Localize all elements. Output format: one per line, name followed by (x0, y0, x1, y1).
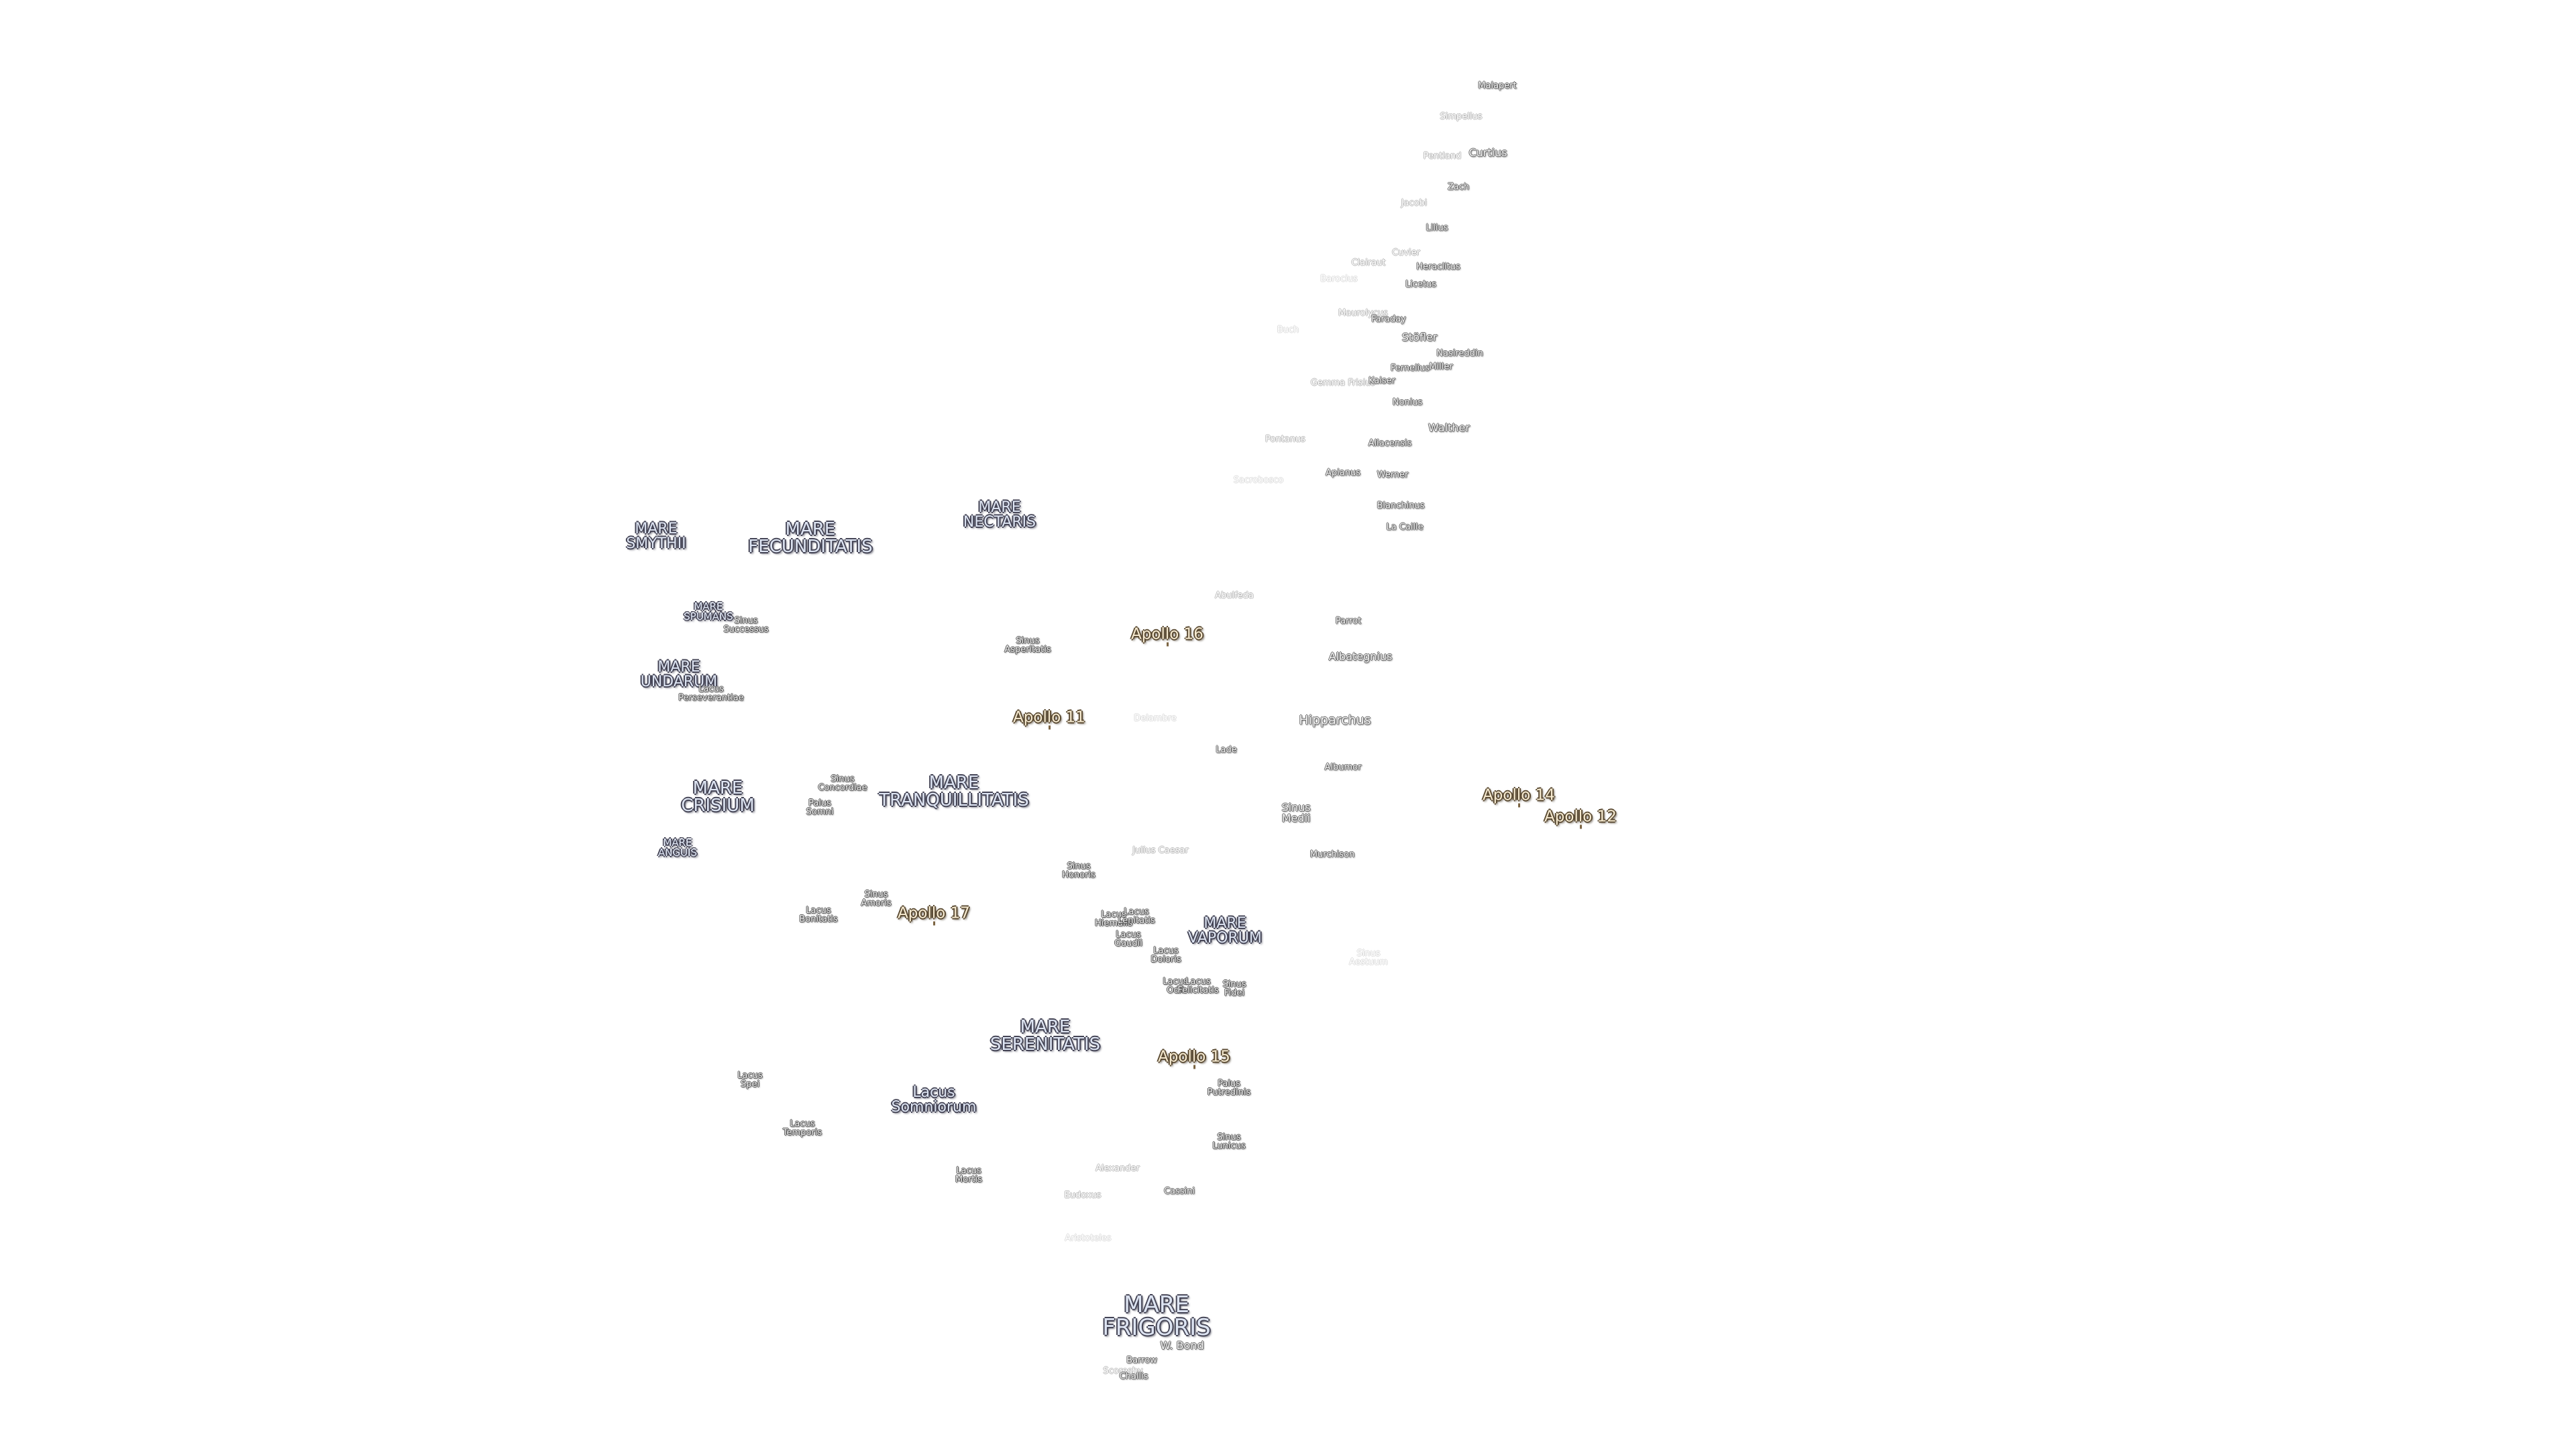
label-mare-spumans: MARE SPUMANS (684, 600, 733, 623)
label-hipparchus: Hipparchus (1299, 712, 1371, 728)
label-mare-smythii: MARE SMYTHII (626, 521, 686, 552)
label-barrow: Barrow (1126, 1355, 1157, 1366)
label-maurolycus: Maurolycus (1338, 308, 1388, 319)
label-aristoteles: Aristoteles (1065, 1233, 1112, 1244)
label-faraday: Faraday (1371, 314, 1406, 325)
label-jacobi: Jacobi (1401, 198, 1428, 209)
label-barocius: Barocius (1320, 274, 1358, 284)
label-lacus-lenitatis: Lacus Lenitatis (1118, 907, 1155, 926)
label-nasireddin: Nasireddin (1436, 348, 1483, 359)
label-apollo-11: Apollo 11 (1013, 708, 1085, 730)
label-lade: Lade (1216, 745, 1237, 755)
label-mare-tranquillitatis: MARE TRANQUILLITATIS (879, 773, 1029, 810)
label-lilius: Lilius (1426, 223, 1448, 233)
label-murchison: Murchison (1309, 849, 1355, 860)
label-kaiser: Kaiser (1368, 376, 1395, 386)
label-w-bond: W. Bond (1160, 1339, 1204, 1352)
label-clairaut: Clairaut (1351, 258, 1386, 268)
label-alexander: Alexander (1095, 1163, 1140, 1174)
label-lacus-odii: Lacus Odii (1163, 977, 1188, 996)
label-buch: Buch (1277, 325, 1299, 335)
label-nonius: Nonius (1392, 397, 1423, 408)
label-apollo-16: Apollo 16 (1131, 625, 1203, 647)
label-abulfeda: Abulfeda (1215, 590, 1254, 601)
label-delambre: Delambre (1134, 713, 1177, 724)
label-sinus-honoris: Sinus Honoris (1062, 861, 1095, 880)
label-mare-nectaris: MARE NECTARIS (963, 499, 1036, 531)
label-mare-serenitatis: MARE SERENITATIS (989, 1017, 1101, 1055)
label-sinus-amoris: Sinus Amoris (861, 890, 892, 908)
label-challis: Challis (1119, 1371, 1148, 1382)
label-palus-somni: Palus Somni (806, 798, 834, 817)
label-lacus-doloris: Lacus Doloris (1150, 946, 1181, 965)
label-werner: Werner (1377, 470, 1409, 480)
label-albumor: Albumor (1324, 762, 1362, 773)
label-mare-anguis: MARE ANGUIS (657, 837, 698, 859)
label-apollo-12: Apollo 12 (1544, 808, 1617, 829)
label-sinus-successus: Sinus Successus (723, 616, 769, 635)
label-apollo-17: Apollo 17 (898, 904, 970, 926)
label-aliacensis: Aliacensis (1368, 438, 1412, 449)
label-apollo-15: Apollo 15 (1158, 1048, 1230, 1069)
label-lacus-somniorum: Lacus Somniorum (891, 1084, 977, 1116)
label-malapert: Malapert (1478, 80, 1517, 91)
label-cassini: Cassini (1163, 1186, 1195, 1197)
label-palus-putredinis: Palus Putredinis (1207, 1079, 1251, 1097)
label-scoresby: Scoresby (1103, 1366, 1143, 1377)
label-apianus: Apianus (1326, 468, 1360, 478)
label-lacus-felicitatis: Lacus Felicitatis (1177, 977, 1219, 996)
label-sinus-concordiae: Sinus Concordiae (818, 774, 867, 793)
label-cuvier: Cuvier (1392, 248, 1420, 258)
label-sinus-lunicus: Sinus Lunicus (1212, 1132, 1246, 1151)
label-simpelius: Simpelius (1440, 111, 1483, 122)
label-sinus-asperitatis: Sinus Asperitatis (1004, 636, 1051, 655)
label-lacus-mortis: Lacus Mortis (955, 1166, 982, 1185)
label-zach: Zach (1447, 182, 1470, 193)
label-sacrobosco: Sacrobosco (1233, 475, 1284, 486)
label-pontanus: Pontanus (1265, 434, 1305, 445)
label-licetus: Licetus (1405, 279, 1437, 290)
label-curtius: Curtius (1468, 146, 1507, 159)
label-mare-undarum: MARE UNDARUM (640, 659, 718, 690)
label-mare-vaporum: MARE VAPORUM (1188, 915, 1262, 947)
label-parrot: Parrot (1335, 616, 1362, 627)
label-mare-fecunditatis: MARE FECUNDITATIS (748, 519, 873, 557)
label-fernelius: Fernelius (1390, 363, 1430, 374)
label-apollo-14: Apollo 14 (1483, 786, 1555, 808)
label-miller: Miller (1429, 362, 1453, 372)
label-lacus-temporis: Lacus Temporis (782, 1119, 822, 1138)
label-gemma-frisius: Gemma Frisius (1310, 378, 1376, 388)
label-heraclitus: Heraclitus (1416, 262, 1460, 272)
label-mare-crisium: MARE CRISIUM (681, 778, 755, 816)
label-sinus-aestuum: Sinus Aestuum (1349, 949, 1388, 967)
label-lacus-spei: Lacus Spei (737, 1071, 763, 1089)
label-mare-frigoris: MARE FRIGORIS (1102, 1291, 1211, 1341)
label-la-caille: La Caille (1386, 522, 1424, 533)
label-pentland: Pentland (1423, 151, 1462, 162)
label-stofler: Stöfler (1401, 331, 1438, 343)
label-sinus-fidei: Sinus Fidei (1222, 979, 1246, 998)
label-albategnius: Albategnius (1328, 650, 1393, 663)
label-julius-caesar: Julius Caesar (1132, 845, 1189, 856)
label-walther: Walther (1428, 421, 1470, 434)
label-sinus-medii: Sinus Medii (1281, 801, 1311, 824)
label-lacus-hiemalis: Lacus Hiemalis (1094, 910, 1133, 928)
label-lacus-perseverantiae: Lacus Perseverantiae (678, 684, 744, 703)
label-lacus-gaudii: Lacus Gaudii (1114, 930, 1142, 949)
label-blanchinus: Blanchinus (1377, 500, 1425, 511)
label-eudoxus: Eudoxus (1064, 1190, 1102, 1201)
label-lacus-bonitatis: Lacus Bonitatis (799, 906, 838, 924)
